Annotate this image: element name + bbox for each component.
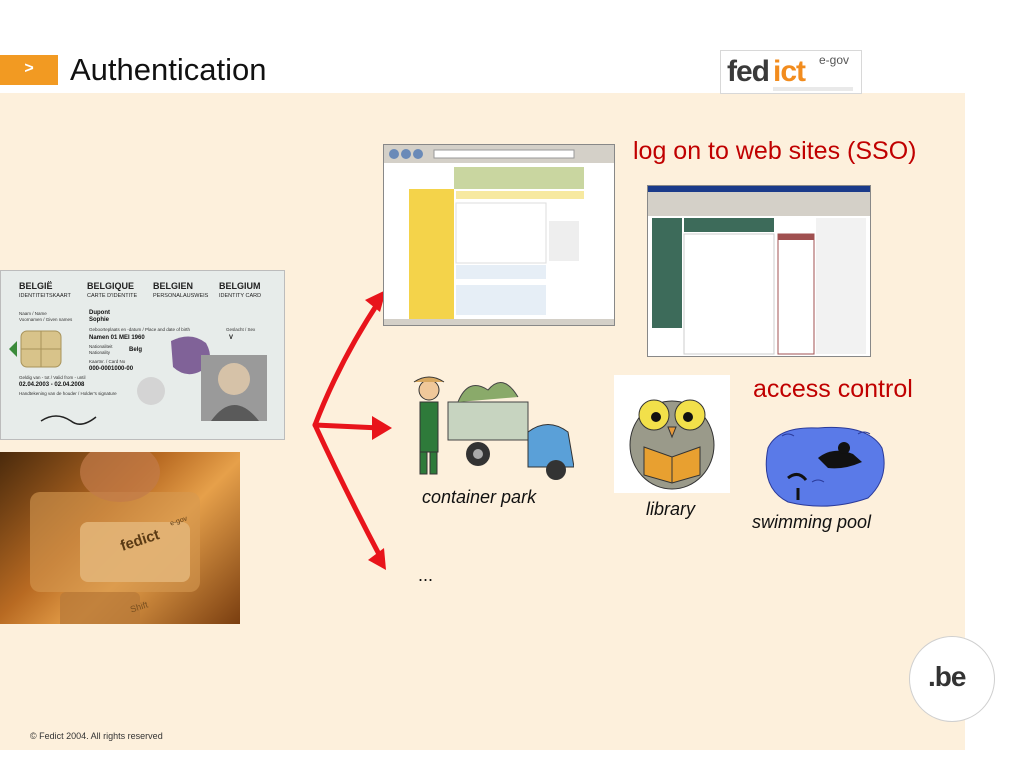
card-birth-label: Geboorteplaats en -datum / Place and dat…	[89, 327, 191, 332]
container-park-graphic	[413, 376, 575, 480]
card-number-label: Kaartnr. / Card No	[89, 359, 126, 364]
card-sex-value: V	[229, 335, 234, 341]
container-park-caption: container park	[422, 487, 537, 507]
card-given-name: Sophie	[89, 317, 110, 323]
card-country: BELGIUM	[219, 281, 261, 291]
library-owl-graphic	[629, 399, 715, 490]
website-screenshot-belgium	[383, 144, 615, 326]
card-surname: Dupont	[89, 310, 110, 316]
card-name-label: Naam / Name	[19, 311, 47, 316]
card-validity-value: 02.04.2003 - 02.04.2008	[19, 382, 85, 388]
container-park-illustration	[408, 372, 575, 487]
library-caption: library	[646, 499, 696, 519]
fedict-logo: fed ict e-gov	[720, 50, 862, 94]
card-given-label: Voornamen / Given names	[19, 317, 73, 322]
card-birth-value: Namen 01 MEI 1960	[89, 335, 145, 341]
logo-superscript: e-gov	[819, 53, 850, 67]
swimming-pool-illustration	[758, 418, 888, 510]
card-doctype: CARTE D'IDENTITE	[87, 293, 138, 299]
website-screenshot-portal	[647, 185, 871, 357]
more-services-ellipsis: ...	[418, 565, 434, 585]
logo-text-fed: fed	[727, 55, 770, 88]
sso-label: log on to web sites (SSO)	[633, 137, 917, 165]
website-graphic-belgium	[384, 145, 614, 325]
logo-text-ict: ict	[773, 55, 806, 88]
card-country: BELGIQUE	[87, 281, 135, 291]
logo-underline	[773, 87, 853, 91]
page-title: Authentication	[70, 52, 267, 87]
card-number-value: 000-0001000-00	[89, 366, 134, 372]
website-graphic-portal	[648, 186, 870, 356]
card-name-labels: Naam / Name Voornamen / Given names	[19, 311, 72, 323]
keyboard-graphic	[30, 452, 200, 624]
card-country: BELGIEN	[153, 281, 194, 291]
be-logo: .be	[909, 636, 995, 722]
swimming-pool-graphic	[765, 426, 885, 507]
card-doctype-row: IDENTITEITSKAART CARTE D'IDENTITE PERSON…	[19, 293, 281, 299]
eid-card-image: BELGIË BELGIQUE BELGIEN BELGIUM IDENTITE…	[0, 270, 285, 440]
eid-card-graphic	[1, 271, 284, 439]
library-owl-illustration	[614, 375, 730, 493]
card-doctype: IDENTITY CARD	[219, 293, 262, 299]
card-signature-label: Handtekening van de houder / Holder's si…	[19, 391, 117, 396]
card-country: BELGIË	[19, 281, 53, 291]
card-doctype: PERSONALAUSWEIS	[153, 293, 209, 299]
swimming-pool-caption: swimming pool	[752, 512, 872, 532]
card-doctype: IDENTITEITSKAART	[19, 293, 71, 299]
card-name-values: Dupont Sophie	[89, 310, 110, 324]
footer-copyright: © Fedict 2004. All rights reserved	[30, 731, 163, 741]
access-control-label: access control	[753, 375, 913, 403]
be-logo-text: .be	[928, 661, 966, 692]
card-country-row: BELGIË BELGIQUE BELGIEN BELGIUM	[19, 281, 279, 291]
card-nationality-label: Nationaliteit Nationality	[89, 344, 113, 355]
title-marker: >	[0, 55, 58, 85]
card-validity-label: Geldig van - tot / Valid from - until	[19, 375, 86, 380]
card-nationality-value: Belg	[129, 347, 143, 353]
keyboard-photo: fedict e-gov Shift	[0, 452, 240, 624]
card-sex-label: Geslacht / Sex	[226, 327, 256, 332]
